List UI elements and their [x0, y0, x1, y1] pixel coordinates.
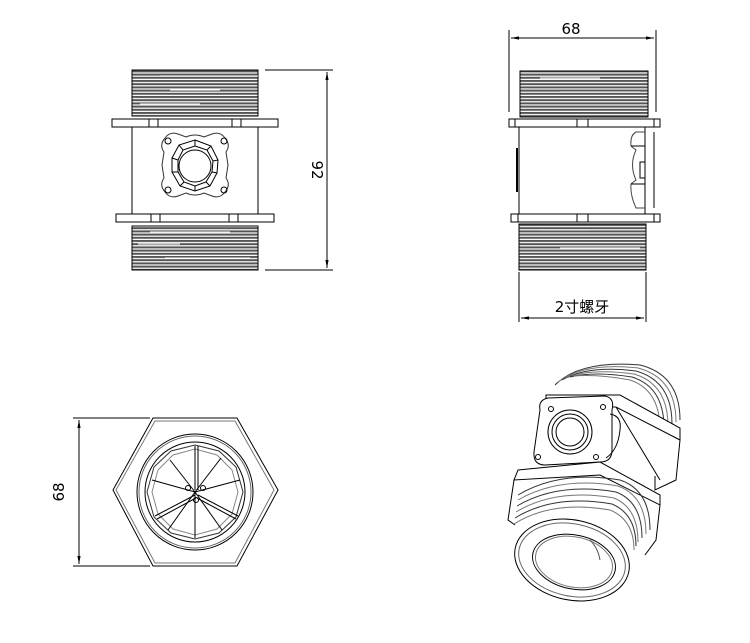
dimension-label-92: 92	[308, 160, 326, 179]
dimension-68-top	[508, 30, 657, 112]
lower-flange	[115, 213, 275, 223]
dimension-label-68-top: 68	[561, 20, 580, 38]
dimension-label-68-left: 68	[50, 482, 68, 501]
front-view	[111, 69, 333, 271]
dimension-68-left	[73, 417, 150, 567]
upper-flange	[111, 118, 279, 128]
side-view	[508, 30, 661, 322]
end-view	[73, 417, 279, 567]
thread-spec-label: 2寸螺牙	[555, 298, 610, 316]
dimension-92	[265, 69, 333, 271]
iso-upper-thread	[554, 363, 681, 431]
hex-nut	[112, 417, 279, 567]
iso-lower-thread	[513, 476, 651, 551]
dimension-thread	[518, 272, 647, 322]
sensor-plate	[161, 132, 229, 198]
iso-sensor-plate	[533, 395, 621, 466]
turbine-spokes	[151, 446, 241, 538]
isometric-view	[507, 363, 681, 602]
lower-thread	[131, 225, 259, 271]
upper-thread	[131, 69, 259, 117]
iso-opening-ring	[514, 518, 630, 602]
